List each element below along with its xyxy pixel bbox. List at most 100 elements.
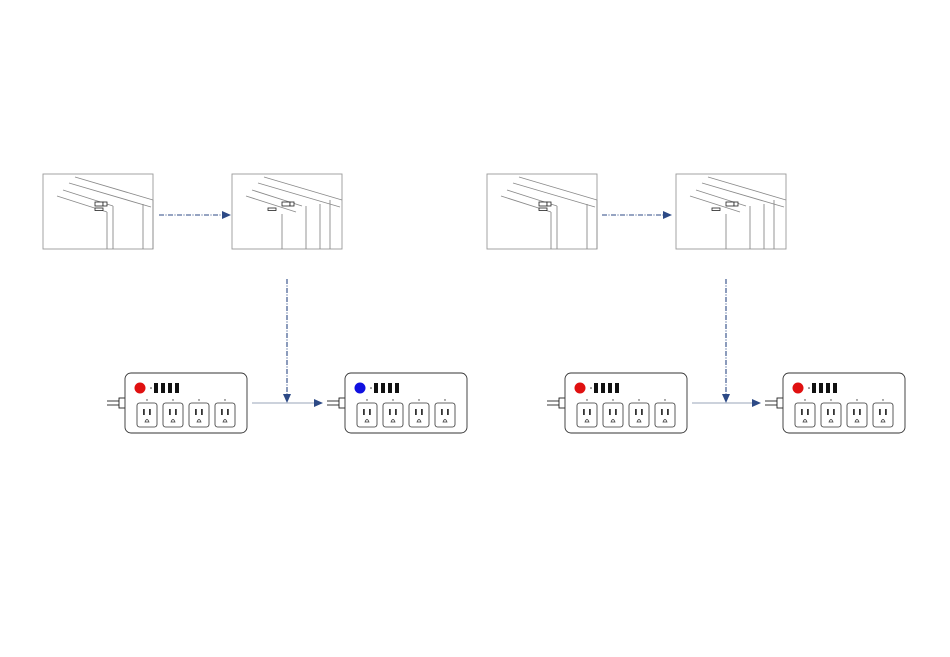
outlet-face <box>821 403 841 427</box>
scenario-2 <box>487 174 905 433</box>
outlet-slot <box>885 409 887 415</box>
outlet-marker <box>856 399 857 400</box>
usb-port <box>395 383 399 393</box>
door-sensor-opened-panel <box>676 174 786 249</box>
outlet-slot <box>143 409 145 415</box>
indicator-dot <box>150 387 152 389</box>
outlet-slot <box>201 409 203 415</box>
outlet-marker <box>586 399 587 400</box>
outlet <box>435 399 455 427</box>
outlet <box>137 399 157 427</box>
door-sensor-opened-panel <box>232 174 342 249</box>
outlet-face <box>357 403 377 427</box>
outlet-face <box>795 403 815 427</box>
outlet-face <box>603 403 623 427</box>
indicator-light <box>575 383 586 394</box>
outlet <box>847 399 867 427</box>
outlet-slot <box>227 409 229 415</box>
outlet-marker <box>830 399 831 400</box>
outlet <box>795 399 815 427</box>
outlet-slot <box>827 409 829 415</box>
outlet-marker <box>804 399 805 400</box>
outlet-slot <box>415 409 417 415</box>
power-strip-2a <box>547 373 687 433</box>
power-strip-2b <box>765 373 905 433</box>
usb-port <box>601 383 605 393</box>
outlet <box>409 399 429 427</box>
outlet-marker <box>664 399 665 400</box>
outlet-slot <box>807 409 809 415</box>
outlet-slot <box>879 409 881 415</box>
outlet <box>383 399 403 427</box>
outlet-face <box>435 403 455 427</box>
outlet-marker <box>172 399 173 400</box>
indicator-light <box>135 383 146 394</box>
scenario-1 <box>43 174 467 433</box>
outlet-marker <box>638 399 639 400</box>
outlet-face <box>629 403 649 427</box>
outlet <box>655 399 675 427</box>
outlet-slot <box>149 409 151 415</box>
outlet <box>163 399 183 427</box>
indicator-dot <box>808 387 810 389</box>
usb-port <box>812 383 816 393</box>
door-sensor-closed-panel <box>43 174 153 249</box>
usb-port <box>594 383 598 393</box>
outlet-slot <box>369 409 371 415</box>
usb-port <box>819 383 823 393</box>
outlet-face <box>409 403 429 427</box>
outlet <box>577 399 597 427</box>
outlet <box>873 399 893 427</box>
outlet-face <box>137 403 157 427</box>
outlet-slot <box>615 409 617 415</box>
outlet-marker <box>146 399 147 400</box>
outlet-slot <box>635 409 637 415</box>
power-strip-1a <box>107 373 247 433</box>
outlet-face <box>189 403 209 427</box>
outlet-face <box>163 403 183 427</box>
indicator-dot <box>370 387 372 389</box>
outlet-marker <box>198 399 199 400</box>
outlet-marker <box>444 399 445 400</box>
outlet <box>629 399 649 427</box>
outlet-slot <box>859 409 861 415</box>
outlet <box>821 399 841 427</box>
outlet <box>357 399 377 427</box>
outlet-face <box>215 403 235 427</box>
outlet-slot <box>195 409 197 415</box>
indicator-light <box>355 383 366 394</box>
usb-port <box>833 383 837 393</box>
outlet-slot <box>667 409 669 415</box>
usb-port <box>381 383 385 393</box>
outlet-slot <box>169 409 171 415</box>
outlet-marker <box>366 399 367 400</box>
outlet-marker <box>224 399 225 400</box>
outlet-face <box>655 403 675 427</box>
outlet-slot <box>609 409 611 415</box>
outlet-marker <box>392 399 393 400</box>
power-strip-1b <box>327 373 467 433</box>
outlet-slot <box>221 409 223 415</box>
outlet-slot <box>801 409 803 415</box>
outlet-marker <box>612 399 613 400</box>
outlet-slot <box>833 409 835 415</box>
outlet <box>189 399 209 427</box>
usb-port <box>826 383 830 393</box>
usb-port <box>168 383 172 393</box>
usb-port <box>161 383 165 393</box>
usb-port <box>374 383 378 393</box>
door-sensor-closed-panel <box>487 174 597 249</box>
outlet-slot <box>421 409 423 415</box>
outlet-slot <box>389 409 391 415</box>
outlet-slot <box>363 409 365 415</box>
outlet-slot <box>395 409 397 415</box>
outlet-slot <box>447 409 449 415</box>
outlet-slot <box>661 409 663 415</box>
outlet-slot <box>441 409 443 415</box>
indicator-dot <box>590 387 592 389</box>
outlet <box>603 399 623 427</box>
usb-port <box>175 383 179 393</box>
outlet-slot <box>583 409 585 415</box>
outlet-face <box>847 403 867 427</box>
indicator-light <box>793 383 804 394</box>
